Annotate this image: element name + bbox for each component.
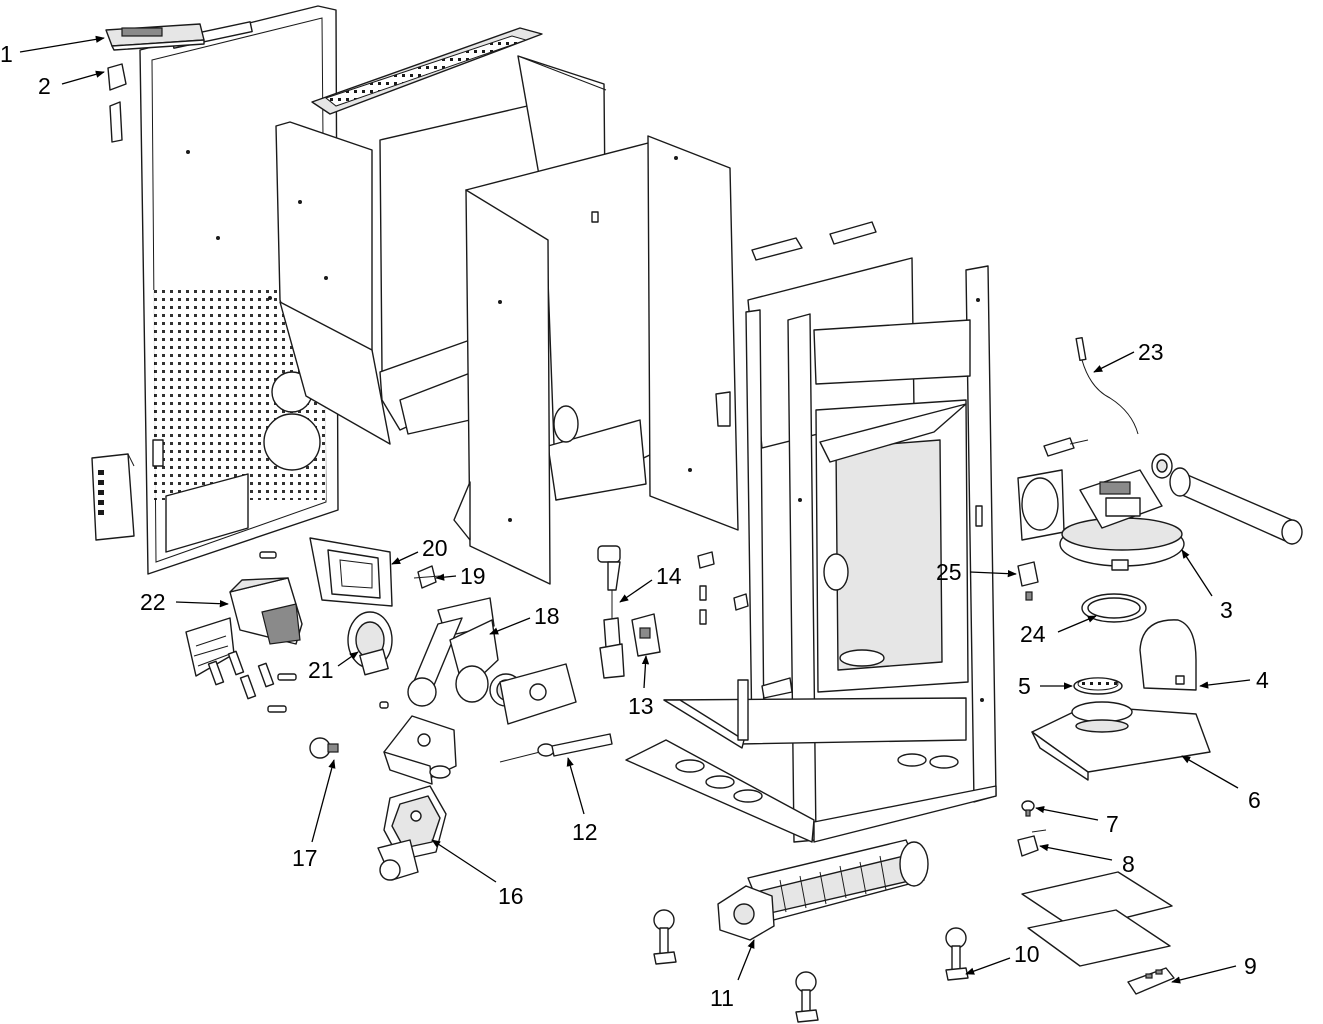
small-bracket bbox=[107, 63, 127, 143]
leader-13 bbox=[641, 655, 650, 689]
screws-set bbox=[259, 551, 389, 713]
leader-lines bbox=[19, 35, 1251, 984]
leader-7 bbox=[1035, 805, 1099, 821]
tangential-blower bbox=[717, 839, 929, 941]
flue-pipe bbox=[1151, 453, 1303, 545]
chute-flange-plate bbox=[499, 663, 577, 725]
leader-24 bbox=[1057, 615, 1097, 633]
leader-16 bbox=[431, 839, 497, 883]
callout-14: 14 bbox=[656, 563, 682, 589]
thermostat-sensor bbox=[309, 737, 339, 759]
leader-12 bbox=[566, 757, 585, 815]
temperature-probe bbox=[1075, 336, 1139, 435]
callout-2: 2 bbox=[38, 73, 51, 99]
callout-20: 20 bbox=[422, 535, 448, 561]
callout-13: 13 bbox=[628, 693, 654, 719]
flame-deflector bbox=[1139, 619, 1197, 691]
callout-4: 4 bbox=[1256, 667, 1269, 693]
callout-19: 19 bbox=[460, 563, 486, 589]
spring-clip bbox=[413, 565, 441, 589]
leader-6 bbox=[1181, 755, 1239, 789]
callout-23: 23 bbox=[1138, 339, 1164, 365]
front-side-panel-left bbox=[453, 189, 551, 585]
fan-wire-plug bbox=[1043, 437, 1089, 457]
callout-8: 8 bbox=[1122, 851, 1135, 877]
leader-20 bbox=[391, 551, 419, 565]
motor-bracket bbox=[383, 715, 457, 785]
callout-6: 6 bbox=[1248, 787, 1261, 813]
leader-18 bbox=[489, 617, 531, 635]
leader-19 bbox=[435, 573, 457, 581]
gasket-ring bbox=[1081, 593, 1147, 623]
leader-14 bbox=[619, 579, 653, 603]
insulation-sheets bbox=[1021, 871, 1173, 967]
callout-21: 21 bbox=[308, 657, 334, 683]
slotted-side-bracket bbox=[91, 453, 135, 541]
callout-24: 24 bbox=[1020, 621, 1046, 647]
callout-12: 12 bbox=[572, 819, 598, 845]
burn-pot-grid bbox=[1073, 677, 1123, 695]
leader-10 bbox=[965, 957, 1011, 975]
top-control-bezel bbox=[105, 23, 205, 51]
top-grid-screen bbox=[311, 27, 543, 115]
leader-9 bbox=[1171, 965, 1237, 984]
callout-7: 7 bbox=[1106, 811, 1119, 837]
front-side-panel-right bbox=[647, 135, 739, 531]
smoke-exhaust-fan bbox=[1017, 469, 1185, 571]
sensor-bracket bbox=[1017, 561, 1039, 601]
leader-23 bbox=[1093, 351, 1135, 373]
small-screw-7 bbox=[1021, 800, 1035, 817]
callout-5: 5 bbox=[1018, 673, 1031, 699]
power-socket bbox=[631, 613, 661, 657]
igniter-rod bbox=[499, 733, 613, 763]
callout-16: 16 bbox=[498, 883, 524, 909]
callout-3: 3 bbox=[1220, 597, 1233, 623]
gear-motor bbox=[377, 785, 447, 881]
leader-8 bbox=[1039, 843, 1113, 861]
leader-22 bbox=[175, 600, 229, 608]
leader-11 bbox=[737, 939, 755, 981]
gasket-plate bbox=[309, 537, 393, 607]
callout-1: 1 bbox=[0, 41, 13, 67]
leader-17 bbox=[311, 759, 336, 843]
leader-4 bbox=[1199, 679, 1251, 689]
leader-1 bbox=[19, 35, 105, 53]
leader-2 bbox=[61, 70, 105, 85]
combustion-fan bbox=[347, 611, 393, 676]
callout-22: 22 bbox=[140, 589, 166, 615]
callout-10: 10 bbox=[1014, 941, 1040, 967]
adjustable-feet bbox=[653, 909, 969, 1023]
power-switch bbox=[597, 545, 625, 679]
hopper-side-panel bbox=[275, 121, 391, 445]
callout-11: 11 bbox=[710, 985, 734, 1011]
control-wiring-harness bbox=[185, 617, 275, 700]
leader-3 bbox=[1181, 549, 1213, 597]
burn-pot-tray bbox=[1031, 701, 1211, 781]
callout-9: 9 bbox=[1244, 953, 1257, 979]
main-chassis bbox=[625, 257, 997, 843]
callout-18: 18 bbox=[534, 603, 560, 629]
top-cover-strips bbox=[751, 221, 877, 261]
callout-labels: 1 2 3 4 5 6 7 8 9 10 11 12 13 14 16 17 1… bbox=[0, 41, 1269, 1011]
callout-17: 17 bbox=[292, 845, 318, 871]
remote-control bbox=[1127, 967, 1175, 995]
leader-25 bbox=[969, 570, 1017, 578]
pressure-switch-bracket bbox=[1017, 829, 1047, 857]
control-box bbox=[229, 577, 303, 645]
hardware-pieces bbox=[697, 551, 749, 625]
callout-25: 25 bbox=[936, 559, 962, 585]
leader-21 bbox=[337, 651, 359, 667]
